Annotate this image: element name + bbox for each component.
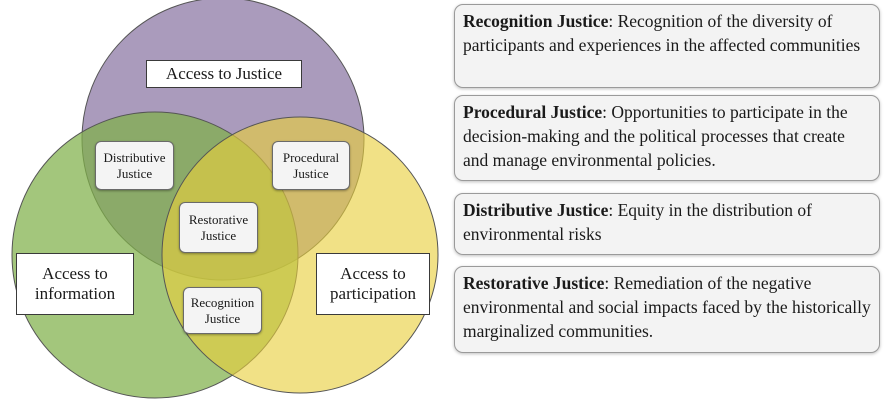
- label-access-to-participation-text: Access to participation: [330, 263, 416, 303]
- label-distributive-justice: Distributive Justice: [95, 141, 174, 190]
- label-restorative-justice-text: Restorative Justice: [188, 212, 249, 243]
- label-access-to-participation: Access to participation: [316, 253, 430, 315]
- term-recognition-justice: Recognition Justice: [463, 11, 609, 31]
- description-restorative-justice: Restorative Justice: Remediation of the …: [454, 266, 880, 353]
- definition-distributive-justice: : Equity in the distribution of environm…: [463, 200, 813, 245]
- term-procedural-justice: Procedural Justice: [463, 102, 603, 122]
- label-access-to-justice: Access to Justice: [146, 60, 302, 88]
- definition-procedural-justice: : Opportunities to participate in the de…: [463, 102, 848, 171]
- description-distributive-justice: Distributive Justice: Equity in the dist…: [454, 193, 880, 255]
- definition-restorative-justice: : Remediation of the negative environmen…: [463, 273, 871, 342]
- description-recognition-justice: Recognition Justice: Recognition of the …: [454, 4, 880, 88]
- label-procedural-justice-text: Procedural Justice: [282, 150, 340, 181]
- label-recognition-justice-text: Recognition Justice: [190, 295, 255, 326]
- label-recognition-justice: Recognition Justice: [183, 287, 262, 334]
- term-distributive-justice: Distributive Justice: [463, 200, 609, 220]
- label-access-to-information: Access to information: [16, 253, 134, 315]
- label-access-to-information-text: Access to information: [34, 263, 116, 303]
- label-access-to-justice-text: Access to Justice: [165, 63, 283, 83]
- definition-recognition-justice: : Recognition of the diversity of partic…: [463, 11, 861, 56]
- label-distributive-justice-text: Distributive Justice: [103, 150, 166, 181]
- label-restorative-justice: Restorative Justice: [179, 202, 258, 253]
- label-procedural-justice: Procedural Justice: [272, 141, 350, 190]
- term-restorative-justice: Restorative Justice: [463, 273, 605, 293]
- description-procedural-justice: Procedural Justice: Opportunities to par…: [454, 95, 880, 181]
